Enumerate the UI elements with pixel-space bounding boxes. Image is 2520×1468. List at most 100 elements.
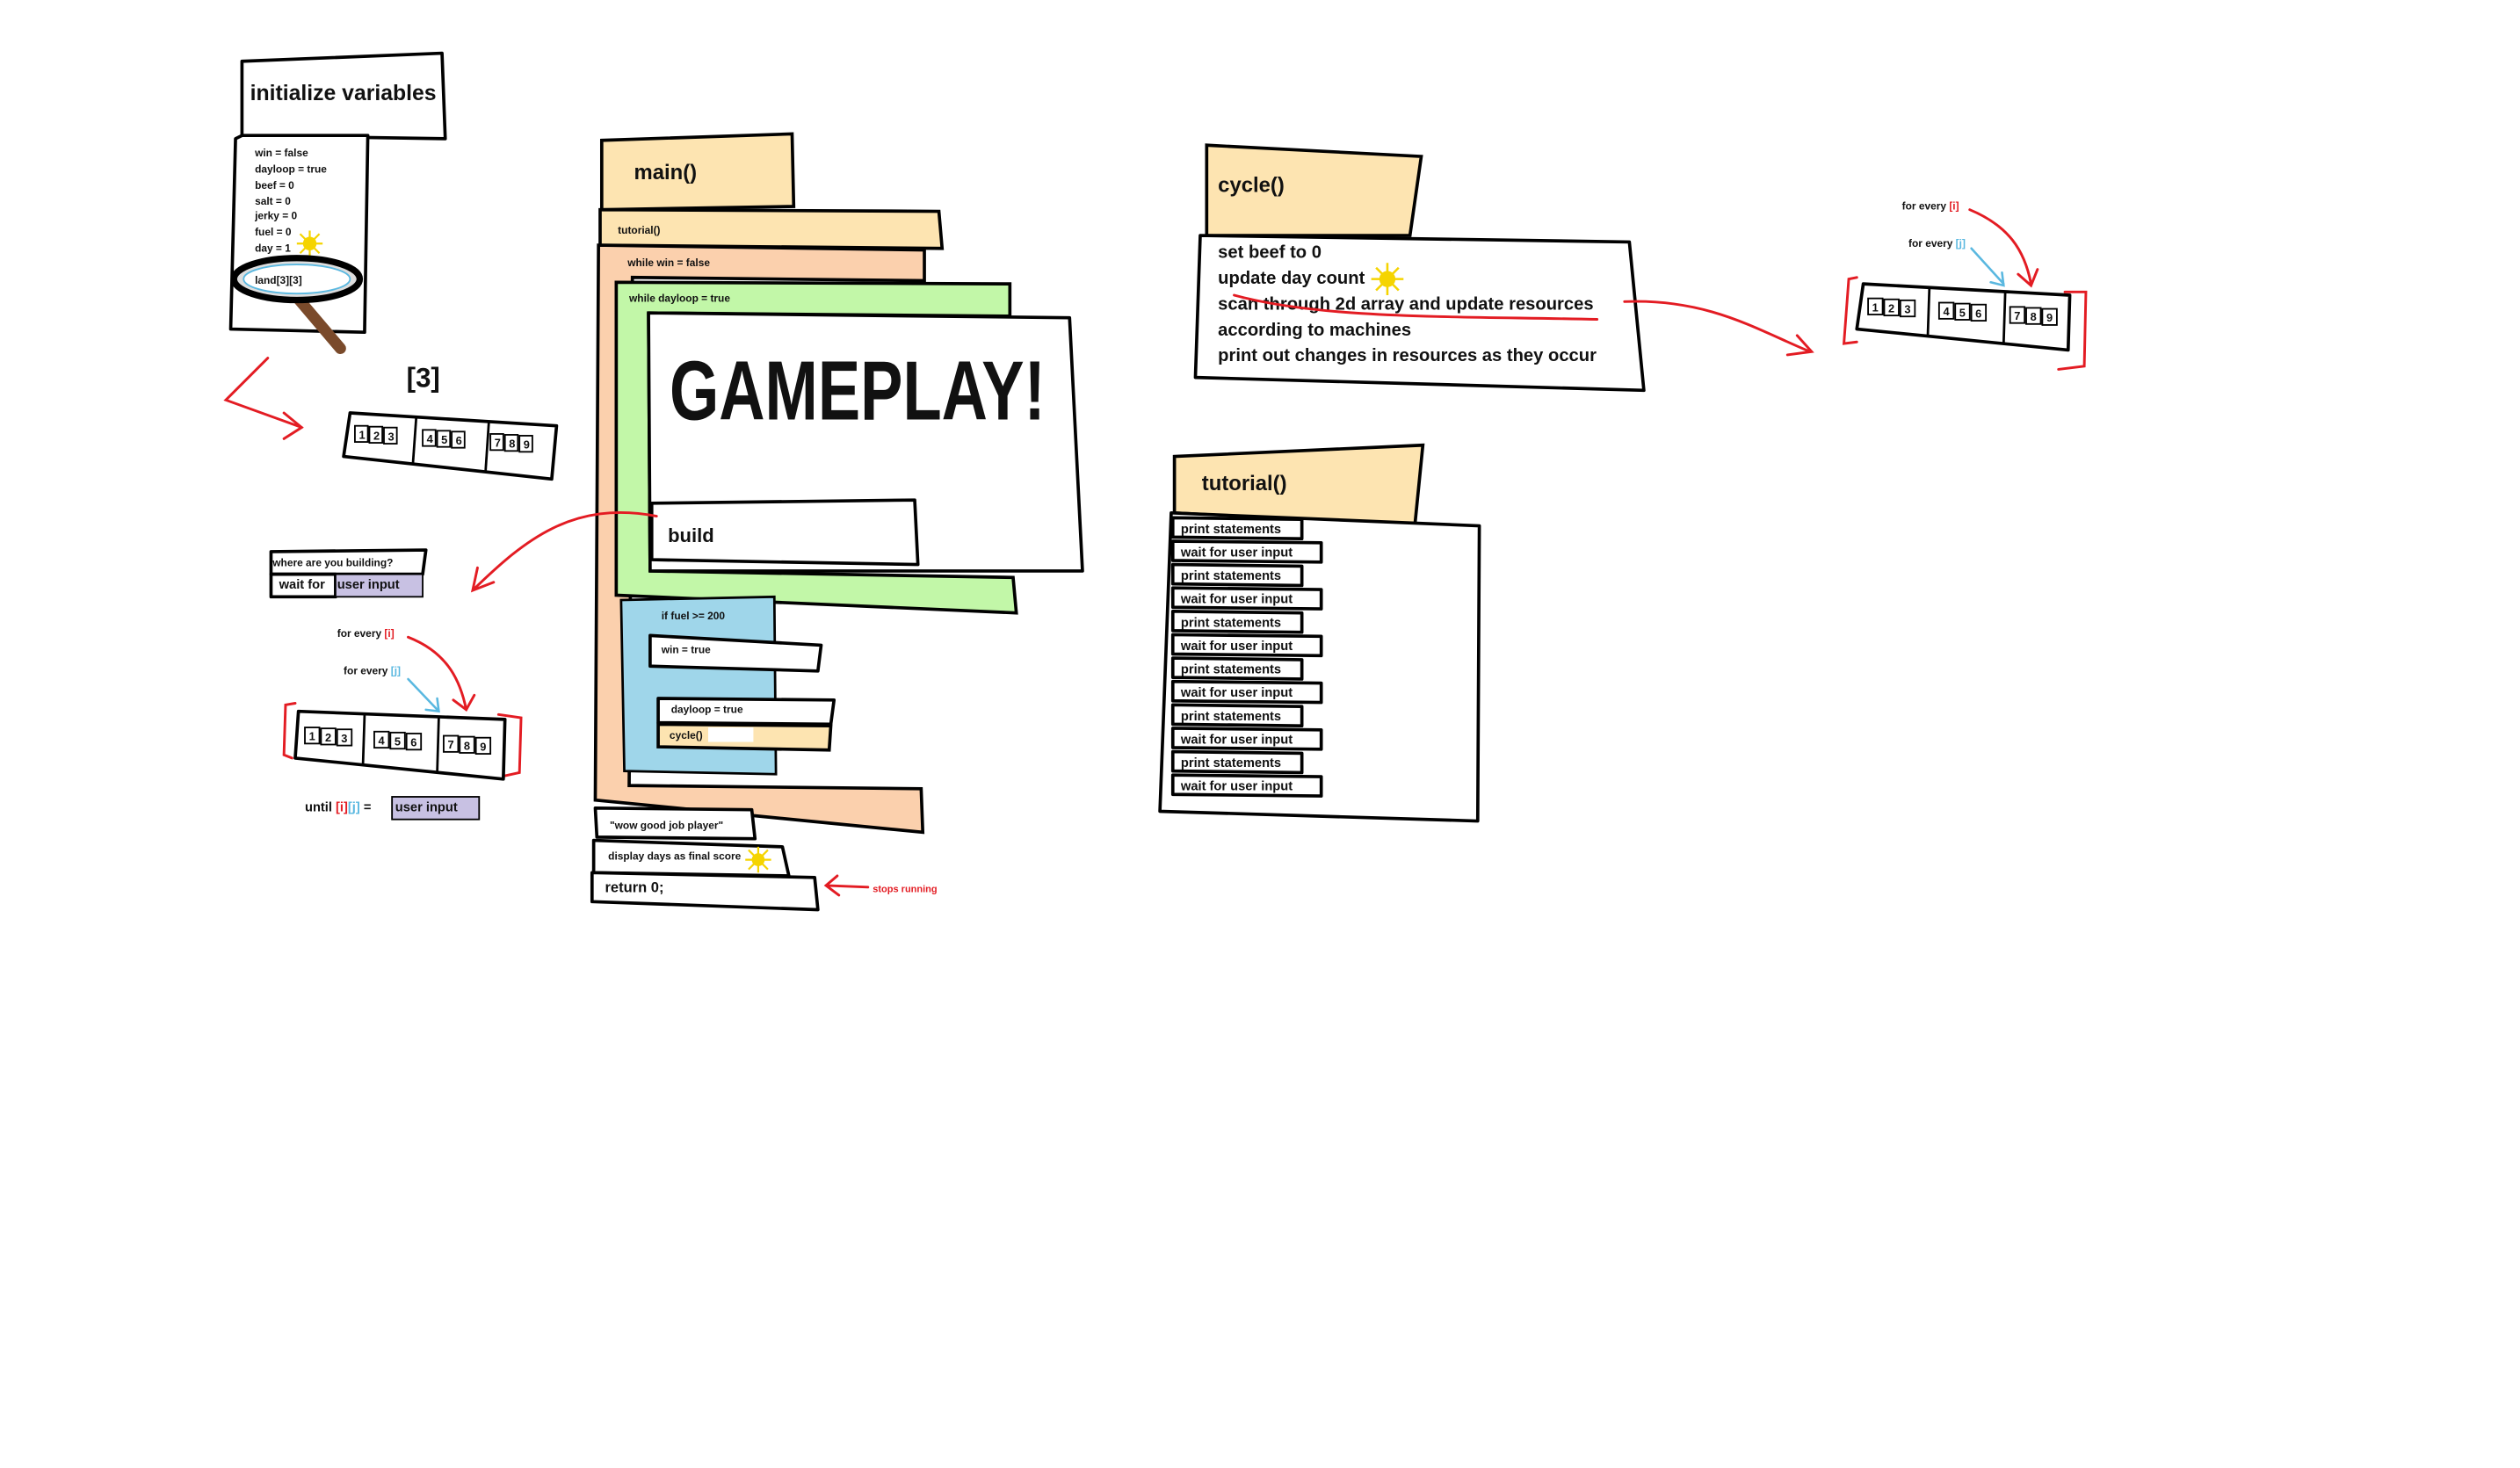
build-array-cell-number: 1 xyxy=(309,730,315,743)
main-block: main() tutorial() while win = false whil… xyxy=(470,132,1084,912)
array-top-cell-number: 5 xyxy=(441,433,447,446)
main-build: build xyxy=(668,524,714,546)
init-title-box xyxy=(240,51,447,141)
main-win-true: win = true xyxy=(661,644,711,656)
array-size-label: [3] xyxy=(407,363,440,394)
tutorial-row-box xyxy=(1170,610,1304,634)
for-every-j-label: for every [j] xyxy=(344,664,401,676)
tutorial-row-box xyxy=(1170,562,1304,588)
array-top-cell-number: 4 xyxy=(427,432,434,445)
cycle-line-3: according to machines xyxy=(1218,321,1411,340)
cycle-array-cell-number: 7 xyxy=(2014,309,2020,322)
cycle-array-cell-number: 1 xyxy=(1872,300,1879,314)
array-top-cell xyxy=(422,429,437,447)
tutorial-print-row: print statements xyxy=(1181,616,1281,630)
array-top-cell-number: 9 xyxy=(524,438,530,452)
array-top-cell xyxy=(489,433,504,452)
init-title: initialize variables xyxy=(250,82,437,105)
main-wow: "wow good job player" xyxy=(610,820,723,832)
user-input-label: user input xyxy=(337,578,400,592)
tutorial-wait-row: wait for user input xyxy=(1180,686,1293,700)
cycle-array-cell-number: 4 xyxy=(1943,305,1950,318)
arrow-blue-for-j xyxy=(407,677,440,713)
build-array-cell xyxy=(320,727,337,746)
user-input-box xyxy=(334,573,424,598)
cycle-array-cell xyxy=(2025,307,2042,325)
array-top-cell xyxy=(354,424,369,443)
main-return: return 0; xyxy=(605,879,664,895)
cycle-body-box xyxy=(1193,234,1646,393)
array-top-cell xyxy=(503,434,519,452)
sun-icon xyxy=(296,230,323,257)
arrow-red-for-i xyxy=(407,635,476,712)
array-top-cell xyxy=(436,430,452,448)
tutorial-title: tutorial() xyxy=(1202,472,1287,495)
main-gameplay: GAMEPLAY! xyxy=(670,344,1046,438)
cycle-line-0: set beef to 0 xyxy=(1218,243,1322,263)
arrow-red-cycle-i xyxy=(1968,208,2039,288)
cycle-title-box xyxy=(1205,143,1423,237)
win-true-box xyxy=(648,633,823,673)
bracket-left-red xyxy=(282,702,297,760)
build-array-cell-number: 8 xyxy=(464,739,470,752)
cycle-for-every-i-label: for every [i] xyxy=(1902,200,1959,213)
build-box[interactable] xyxy=(649,498,920,567)
tutorial-row-box xyxy=(1170,773,1323,798)
build-array-cell xyxy=(405,733,423,751)
main-title-box xyxy=(599,132,796,212)
tutorial-print-row: print statements xyxy=(1181,756,1281,770)
arrow-red-cycle-to-array xyxy=(1623,300,1814,357)
tutorial-rows: print statements wait for user input print… xyxy=(1170,516,1323,798)
tutorial-call-box xyxy=(598,207,945,250)
cycle-call-highlight xyxy=(708,727,754,742)
tutorial-wait-row: wait for user input xyxy=(1180,546,1293,560)
array-top-cell xyxy=(368,425,384,444)
init-variables-block: initialize variables win = false dayloop… xyxy=(228,51,447,355)
tutorial-print-row: print statements xyxy=(1181,569,1281,583)
init-var-1: dayloop = true xyxy=(255,163,327,175)
tutorial-wait-row: wait for user input xyxy=(1180,780,1293,794)
cycle-title: cycle() xyxy=(1218,173,1285,197)
tutorial-block: tutorial() print statements wait for user… xyxy=(1158,443,1481,823)
cycle-array-cell-number: 5 xyxy=(1959,306,1966,319)
array-top-cell-number: 7 xyxy=(495,437,501,450)
until-label: until [i][j] = xyxy=(305,801,371,815)
build-flow-block: where are you building? wait for user in… xyxy=(269,548,523,821)
wow-box xyxy=(593,806,757,841)
cycle-array-cell-number: 8 xyxy=(2031,310,2037,323)
main-title: main() xyxy=(634,161,698,184)
cycle-for-every-j-label: for every [j] xyxy=(1908,237,1966,249)
build-array-cell xyxy=(442,734,460,753)
cycle-array-cell xyxy=(1954,302,1971,321)
tutorial-row-box xyxy=(1170,703,1304,728)
tutorial-row-box xyxy=(1170,656,1304,681)
tutorial-print-row: print statements xyxy=(1181,523,1281,537)
until-value: user input xyxy=(395,801,458,815)
main-cycle-call: cycle() xyxy=(670,729,703,741)
cycle-bracket-left xyxy=(1842,276,1858,345)
build-array-cell-number: 5 xyxy=(395,735,401,748)
build-array-cell-number: 2 xyxy=(325,731,331,744)
array-top-cell-number: 8 xyxy=(509,438,515,451)
cycle-line-4: print out changes in resources as they o… xyxy=(1218,346,1597,365)
wait-prefix: wait for xyxy=(279,578,325,592)
arrow-red-stops xyxy=(823,874,870,897)
cycle-array-cell xyxy=(1899,299,1916,318)
tutorial-row-box xyxy=(1170,727,1323,751)
main-stops-running: stops running xyxy=(873,884,937,894)
cycle-array-cell xyxy=(1937,301,1955,320)
build-prompt: where are you building? xyxy=(272,556,393,568)
build-array-cell-number: 4 xyxy=(379,734,386,747)
array-top-cell-number: 6 xyxy=(456,434,462,447)
tutorial-wait-row: wait for user input xyxy=(1180,593,1293,607)
init-var-5: fuel = 0 xyxy=(255,226,292,238)
cycle-array-cell xyxy=(1883,298,1900,317)
build-array-cell xyxy=(474,736,492,755)
build-array-cell xyxy=(459,735,475,754)
build-array-cell xyxy=(336,728,353,747)
